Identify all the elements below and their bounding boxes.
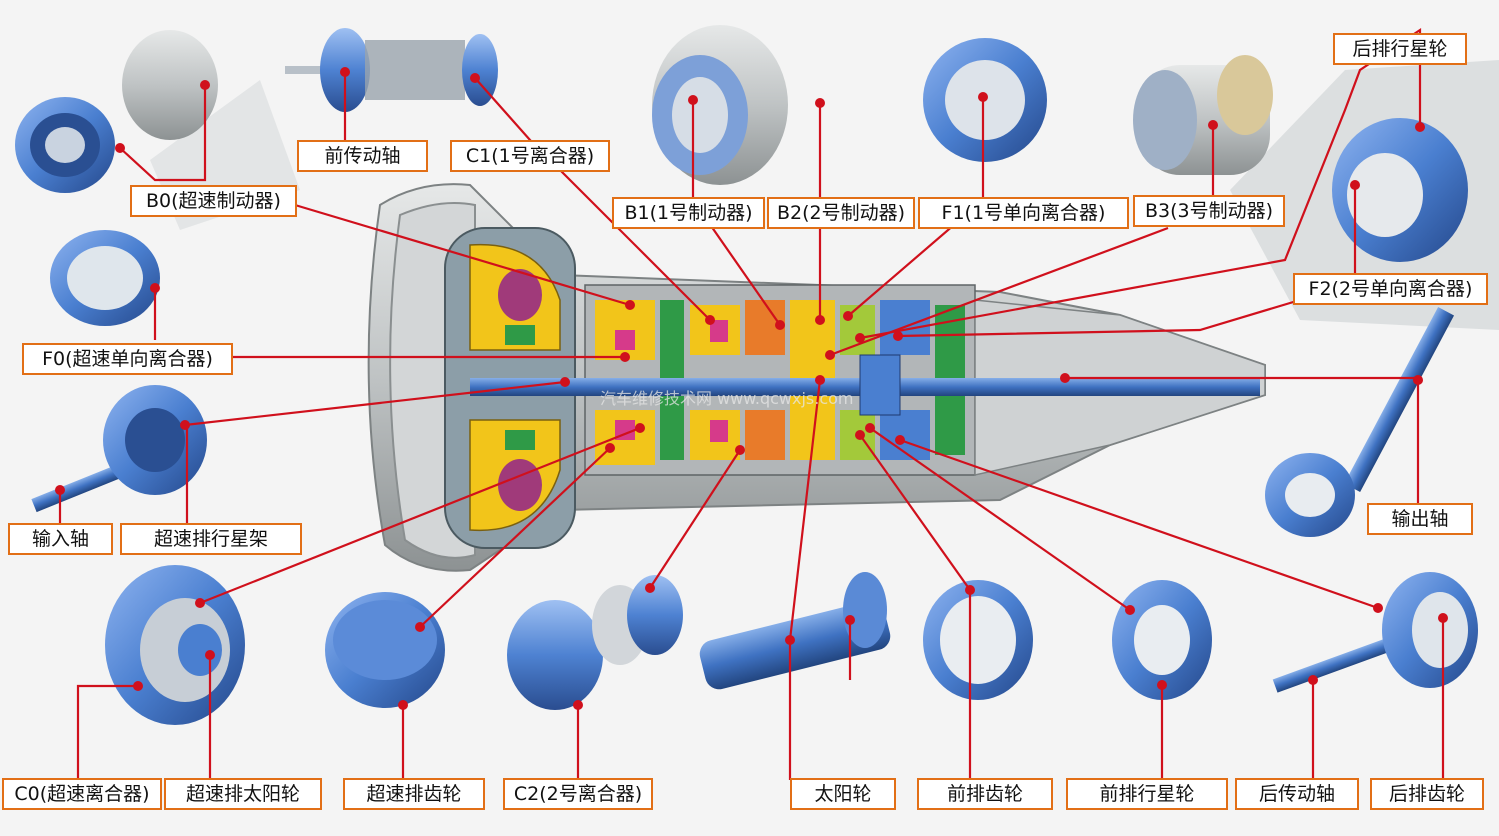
output-shaft-part (1265, 307, 1455, 537)
label-od-planet-carrier: 超速排行星架 (120, 523, 302, 555)
od-ring-gear-part (325, 592, 445, 708)
rear-drive-shaft-part (1272, 572, 1478, 693)
b0-brake-part (15, 30, 218, 193)
label-c0-clutch: C0(超速离合器) (2, 778, 162, 810)
input-shaft-part (31, 385, 207, 513)
label-b1-brake: B1(1号制动器) (612, 197, 765, 229)
label-b0-brake: B0(超速制动器) (130, 185, 297, 217)
label-c1-clutch: C1(1号离合器) (450, 140, 610, 172)
label-front-ring-gear: 前排齿轮 (917, 778, 1053, 810)
front-drive-shaft-part (285, 28, 498, 112)
label-od-sun-gear: 超速排太阳轮 (164, 778, 322, 810)
marker-dots (55, 67, 1448, 710)
rear-planet-part (1332, 118, 1468, 262)
front-ring-gear-part (923, 580, 1033, 700)
label-b2-brake: B2(2号制动器) (767, 197, 915, 229)
f0-oneway-part (50, 230, 160, 326)
label-f0-oneway-clutch: F0(超速单向离合器) (22, 343, 233, 375)
label-f2-oneway-clutch: F2(2号单向离合器) (1293, 273, 1488, 305)
b1-brake-part (652, 25, 788, 185)
label-front-drive-shaft: 前传动轴 (297, 140, 428, 172)
label-f1-oneway-clutch: F1(1号单向离合器) (918, 197, 1129, 229)
label-output-shaft: 输出轴 (1367, 503, 1473, 535)
b3-brake-part (1133, 55, 1273, 175)
label-c2-clutch: C2(2号离合器) (503, 778, 653, 810)
front-planet-part (1112, 580, 1212, 700)
sun-gear-part (699, 572, 891, 690)
c0-clutch-part (105, 565, 245, 725)
label-input-shaft: 输入轴 (8, 523, 113, 555)
label-od-ring-gear: 超速排齿轮 (343, 778, 485, 810)
label-rear-planet-carrier: 后排行星轮 (1333, 33, 1467, 65)
label-rear-drive-shaft: 后传动轴 (1235, 778, 1359, 810)
label-sun-gear: 太阳轮 (790, 778, 896, 810)
label-rear-ring-gear: 后排齿轮 (1370, 778, 1484, 810)
watermark: 汽车维修技术网 www.qcwxjs.com (600, 389, 854, 408)
c2-clutch-part (507, 575, 683, 710)
label-b3-brake: B3(3号制动器) (1133, 195, 1285, 227)
label-front-planet-gear: 前排行星轮 (1066, 778, 1228, 810)
